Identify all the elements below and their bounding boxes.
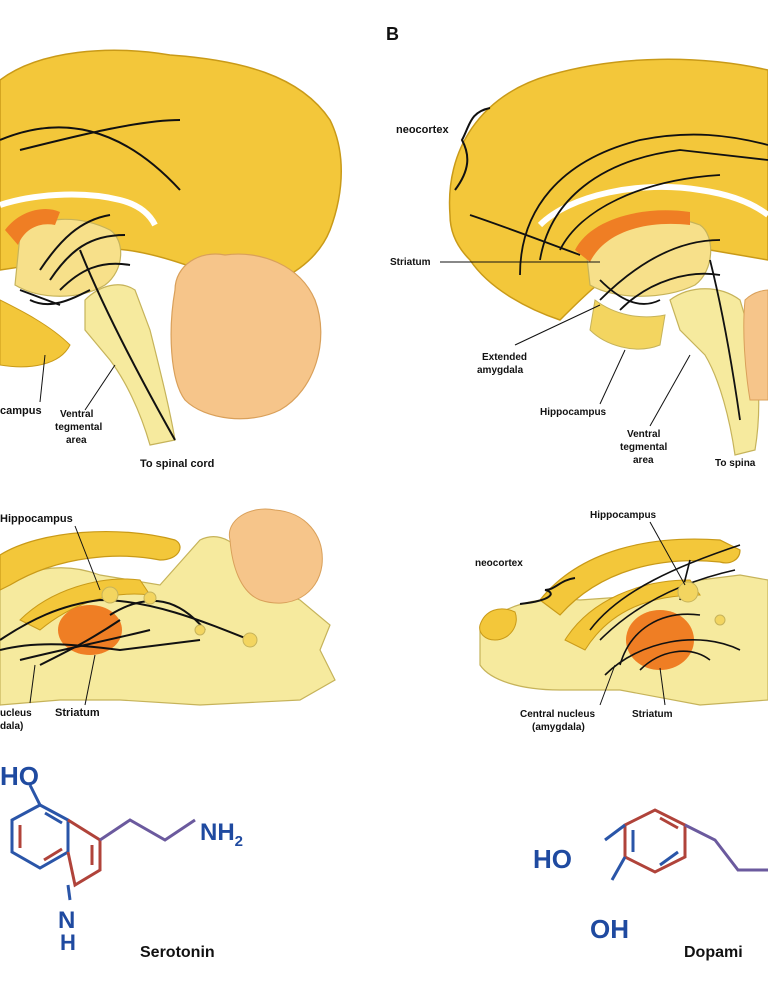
panel-b-upper-brain bbox=[448, 58, 768, 456]
a-upper-vta-label-2: tegmental bbox=[55, 422, 102, 433]
serotonin-n-label: N bbox=[58, 907, 75, 934]
a-upper-orange-cingulate bbox=[5, 209, 60, 245]
b-upper-spinal-label: To spina bbox=[715, 458, 756, 469]
a-lower-striatum-label: Striatum bbox=[55, 707, 100, 719]
a-lower-central-label-2: dala) bbox=[0, 721, 23, 732]
a-lower-node-4 bbox=[194, 624, 206, 636]
a-lower-hippocampus-label: Hippocampus bbox=[0, 513, 73, 525]
b-lower-central-pointer bbox=[599, 664, 616, 706]
b-lower-cortex-arc bbox=[539, 538, 741, 616]
a-upper-lower-lobe bbox=[0, 299, 71, 368]
b-upper-striatum-label: Striatum bbox=[390, 257, 431, 268]
b-upper-hippo-pointer bbox=[599, 349, 626, 405]
a-lower-node-3 bbox=[242, 632, 258, 648]
b-upper-brainstem bbox=[669, 288, 760, 456]
b-upper-hippocampus-label: Hippocampus bbox=[540, 407, 607, 418]
panel-a-lower-labels: Hippocampus ucleus dala) Striatum bbox=[0, 513, 101, 732]
panel-b-lower-brain bbox=[479, 538, 768, 706]
serotonin-structure bbox=[10, 784, 196, 901]
b-lower-hippocampus-label: Hippocampus bbox=[590, 510, 657, 521]
a-upper-spinal-label: To spinal cord bbox=[140, 458, 214, 470]
a-upper-vta-label-1: Ventral bbox=[60, 409, 94, 420]
a-lower-central-pointer bbox=[29, 664, 36, 704]
b-upper-cortex-inner bbox=[537, 183, 768, 228]
b-lower-central-label-1: Central nucleus bbox=[520, 709, 595, 720]
panel-a-upper-brain bbox=[0, 49, 342, 446]
panel-b-upper-labels: neocortex Striatum Extended amygdala Hip… bbox=[390, 107, 756, 469]
dopamine-ho-label: HO bbox=[533, 844, 572, 874]
a-lower-striatum-pointer bbox=[84, 654, 96, 706]
panel-a-lower-brain bbox=[0, 508, 336, 706]
serotonin-nh2-label: NH2 bbox=[200, 819, 243, 850]
b-lower-striatum-pointer bbox=[659, 667, 666, 706]
a-lower-cortex-arc bbox=[0, 530, 181, 591]
a-lower-node-1 bbox=[101, 586, 119, 604]
b-lower-neocortex-label: neocortex bbox=[475, 558, 523, 569]
b-upper-amygdala-pointer bbox=[514, 304, 601, 346]
b-lower-central-label-2: (amygdala) bbox=[532, 722, 585, 733]
b-upper-vta-label-3: area bbox=[633, 455, 654, 466]
a-upper-vta-label-3: area bbox=[66, 435, 87, 446]
panel-b-letter: B bbox=[386, 24, 399, 44]
a-upper-pathways bbox=[0, 119, 181, 441]
serotonin-name: Serotonin bbox=[140, 944, 215, 961]
b-upper-orange-cingulate bbox=[575, 210, 690, 262]
b-upper-amygdala-label-1: Extended bbox=[482, 352, 527, 363]
dopamine-structure bbox=[604, 808, 768, 881]
a-lower-pathways bbox=[0, 598, 251, 666]
b-upper-vta-label-2: tegmental bbox=[620, 442, 667, 453]
a-upper-brainstem bbox=[84, 284, 176, 446]
b-lower-node-1 bbox=[677, 581, 699, 603]
panel-b-lower-labels: Hippocampus neocortex Central nucleus (a… bbox=[475, 510, 686, 733]
serotonin-ho-label: HO bbox=[0, 761, 39, 791]
b-lower-striatum-orange bbox=[626, 610, 694, 670]
a-lower-striatum-orange bbox=[58, 605, 122, 655]
a-lower-hippo-pointer bbox=[74, 525, 101, 591]
b-lower-neocortex-brace bbox=[519, 577, 576, 605]
a-upper-cerebellum bbox=[170, 253, 322, 420]
a-upper-hippo-pointer bbox=[39, 354, 46, 403]
b-upper-lower-lobe bbox=[589, 299, 666, 350]
b-upper-neocortex-brace bbox=[454, 107, 491, 191]
b-lower-pathways bbox=[589, 544, 741, 676]
b-lower-node-2 bbox=[714, 614, 726, 626]
a-lower-node-2 bbox=[143, 591, 157, 605]
panel-a-upper-labels: campus Ventral tegmental area To spinal … bbox=[0, 354, 214, 470]
a-lower-cerebellum bbox=[228, 508, 323, 604]
a-upper-vta-pointer bbox=[84, 364, 116, 411]
a-upper-cortex-inner bbox=[0, 191, 158, 227]
b-upper-amygdala-label-2: amygdala bbox=[477, 365, 524, 376]
serotonin-h-label: H bbox=[60, 930, 76, 955]
dopamine-name: Dopami bbox=[684, 944, 743, 961]
a-lower-central-label-1: ucleus bbox=[0, 708, 32, 719]
b-upper-vta-pointer bbox=[649, 354, 691, 427]
b-lower-olfactory bbox=[479, 608, 517, 641]
b-upper-neocortex-label: neocortex bbox=[396, 124, 449, 136]
b-lower-striatum-label: Striatum bbox=[632, 709, 673, 720]
b-lower-hippo-pointer bbox=[649, 521, 686, 586]
b-upper-vta-label-1: Ventral bbox=[627, 429, 661, 440]
dopamine-oh-label: OH bbox=[590, 914, 629, 944]
b-upper-pathways bbox=[469, 133, 768, 421]
a-upper-hippocampus-label: campus bbox=[0, 405, 42, 417]
b-upper-cerebellum bbox=[743, 289, 768, 401]
